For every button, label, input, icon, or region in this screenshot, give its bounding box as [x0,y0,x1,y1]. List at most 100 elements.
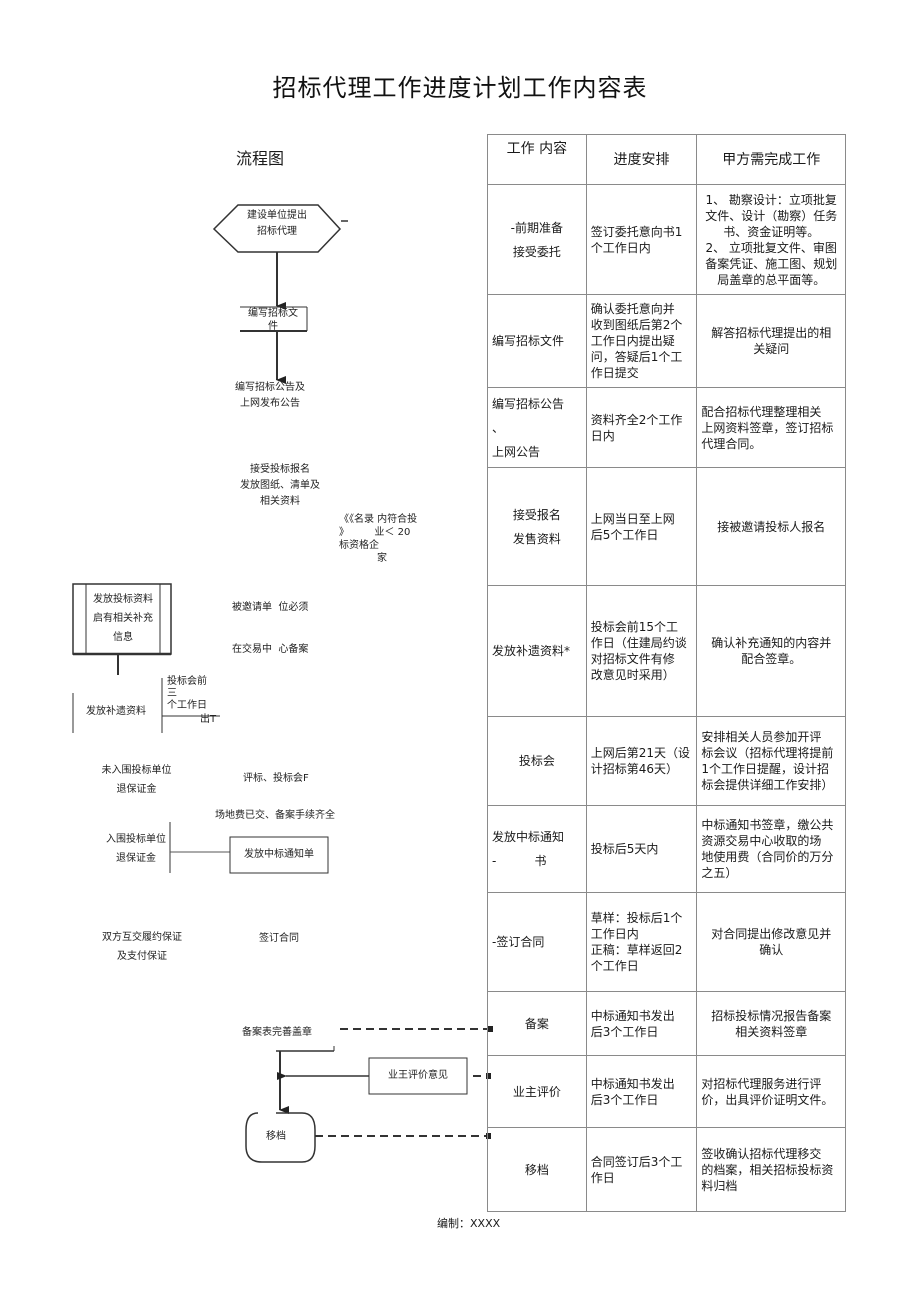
cell-work: -签订合同 [487,892,587,992]
work-line: 接受报名 [512,507,561,522]
work-line: 移档 [524,1162,549,1177]
register-line: 接受投标报名 [250,464,310,475]
cell-work: 接受报名发售资料 [487,467,587,586]
schedule-line: 工作日内 [590,927,639,941]
work-line: 备案 [524,1016,549,1031]
cell-work: 编写招标公告、上网公告 [487,387,587,468]
client-line: 代理合同。 [701,436,762,451]
schedule-line: 收到图纸后第2个 [590,318,683,332]
client-line: 配合签章。 [741,652,802,666]
client-line: 书、资金证明等。 [723,224,820,239]
start-node-line: 招标代理 [257,226,297,237]
cell-client: 中标通知书签章，缴公共资源交易中心收取的场地使用费（合同价的万分之五） [696,805,846,893]
client-line: 局盖章的总平面等。 [717,272,826,287]
work-line: 编写招标文件 [492,334,565,348]
client-line: 之五） [701,866,738,880]
supplement-node: 发放补遗资料 [86,706,146,717]
selected-line: 退保证金 [116,853,156,864]
supplement-note-line: 三 [167,688,177,699]
schedule-line: 作日提交 [590,366,639,380]
cell-client: 确认补充通知的内容并配合签章。 [696,585,846,717]
cell-schedule: 上网当日至上网后5个工作日 [585,467,698,586]
cell-client: 招标投标情况报告备案相关资料签章 [696,991,846,1056]
write-doc-line: 编写招标文 [248,308,298,319]
cell-schedule: 合同签订后3个工作日 [585,1127,698,1212]
invite-line: 在交易中 心备案 [232,644,309,655]
guarantee-text: 双方互交履约保证 及支付保证 [96,928,188,966]
cell-schedule: 中标通知书发出后3个工作日 [585,991,698,1056]
schedule-line: 草样：投标后1个 [590,911,683,925]
cell-client: 接被邀请投标人报名 [696,467,846,586]
invite-line: 被邀请单 位必须 [232,602,309,613]
start-node: 建设单位提出 招标代理 [232,208,322,240]
start-node-shape [212,204,342,253]
schedule-line: 改意见时采用） [590,668,675,682]
distribute-line: 发放投标资料 [93,594,153,605]
notice-node-shape [229,836,329,874]
table-row: 移档合同签订后3个工作日签收确认招标代理移交的档案，相关招标投标资料归档 [487,1127,846,1212]
write-doc-line: 件 [268,321,278,332]
cell-work: 发放中标通知- 书 [487,805,587,893]
work-line: -签订合同 [492,935,545,949]
schedule-line: 对招标文件有修 [590,652,675,666]
schedule-line: 中标通知书发出 [590,1008,675,1023]
work-line: 业主评价 [512,1084,561,1099]
table-row: 接受报名发售资料上网当日至上网后5个工作日接被邀请投标人报名 [487,467,846,586]
work-line: 投标会 [518,754,555,768]
distribute-node: 发放投标资料 启有相关补充 信息 [86,590,160,647]
work-line: - 书 [492,854,547,868]
cell-schedule: 投标会前15个工作日（住建局约谈对招标文件有修改意见时采用） [585,585,698,717]
announce-line: 编写招标公告及 [235,382,305,393]
evaluation-node-shape [368,1057,468,1095]
announce-line: 上网发布公告 [240,398,300,409]
supplement-note-line: 个工作日 [167,700,207,711]
schedule-line: 签订委托意向书1 [590,224,683,239]
schedule-line: 上网后第21天（设 [590,746,690,760]
client-line: 的档案，相关招标投标资 [701,1162,834,1177]
table-row: 发放中标通知- 书投标后5天内中标通知书签章，缴公共资源交易中心收取的场地使用费… [487,805,846,893]
schedule-line: 日内 [590,428,615,443]
client-line: 对合同提出修改意见并 [711,927,832,941]
table-row: 业主评价中标通知书发出后3个工作日对招标代理服务进行评价，出具评价证明文件。 [487,1055,846,1128]
client-line: 资源交易中心收取的场 [701,834,822,848]
invite-note: 被邀请单 位必须 在交易中 心备案 [232,573,308,671]
client-line: 确认补充通知的内容并 [711,636,832,650]
schedule-line: 个工作日 [590,959,639,973]
client-line: 价，出具评价证明文件。 [701,1092,834,1107]
client-line: 配合招标代理整理相关 [701,404,822,419]
cell-schedule: 资料齐全2个工作日内 [585,387,698,468]
client-line: 备案凭证、施工图、规划 [705,256,838,271]
schedule-line: 确认委托意向并 [590,302,675,316]
schedule-line: 后3个工作日 [590,1024,659,1039]
cell-client: 配合招标代理整理相关上网资料签章，签订招标代理合同。 [696,387,846,468]
client-line: 中标通知书签章，缴公共 [701,818,834,832]
cell-schedule: 确认委托意向并收到图纸后第2个工作日内提出疑问，答疑后1个工作日提交 [585,294,698,388]
cell-client: 1、 勘察设计：立项批复文件、设计（勘察）任务书、资金证明等。2、 立项批复文件… [696,184,846,295]
client-line: 标会议（招标代理将提前 [701,746,834,760]
work-line: 接受委托 [512,244,561,259]
cell-client: 对招标代理服务进行评价，出具评价证明文件。 [696,1055,846,1128]
client-line: 1、 勘察设计：立项批复 [705,192,837,207]
unselected-text: 未入围投标单位 退保证金 [94,761,179,799]
flowchart-label: 流程图 [236,149,285,168]
client-line: 地使用费（合同价的万分 [701,850,834,864]
work-line: 发放补遗资料* [492,644,571,658]
distribute-line: 信息 [113,632,133,643]
unselected-line: 退保证金 [116,784,157,795]
register-line: 发放图纸、清单及 [240,480,320,491]
page-title: 招标代理工作进度计划工作内容表 [272,74,648,102]
schedule-line: 作日（住建局约谈 [590,636,687,650]
header-schedule: 进度安排 [585,134,698,185]
client-line: 料归档 [701,1178,738,1193]
client-line: 上网资料签章，签订招标 [701,420,834,435]
unselected-line: 未入围投标单位 [101,765,172,776]
client-line: 解答招标代理提出的相 [711,326,832,340]
schedule-line: 合同签订后3个工 [590,1154,683,1169]
client-line: 关疑问 [753,342,790,356]
evaluation-node: 业王评价意见 [388,1070,448,1081]
work-line: 编写招标公告 [492,396,565,411]
distribute-line: 启有相关补充 [93,613,153,624]
work-line: -前期准备 [510,220,564,235]
